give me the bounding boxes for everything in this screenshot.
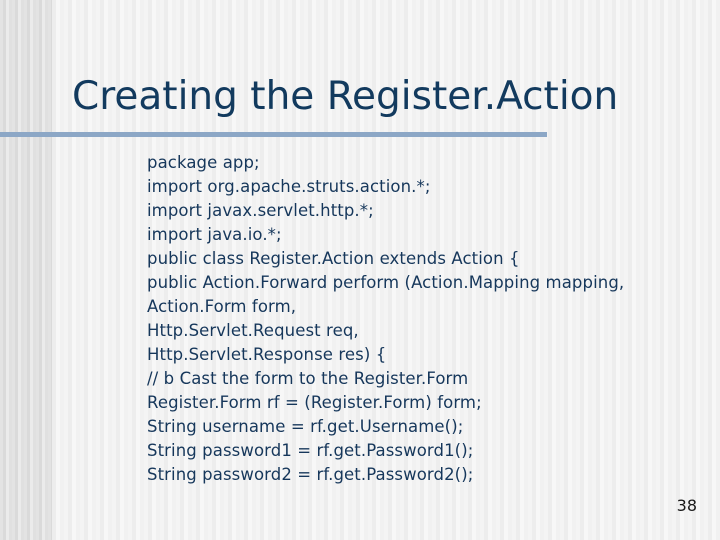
code-line: public Action.Forward perform (Action.Ma… <box>147 273 625 292</box>
code-line: import org.apache.struts.action.*; <box>147 177 431 196</box>
code-line: Action.Form form, <box>147 297 297 316</box>
code-line: // b Cast the form to the Register.Form <box>147 369 469 388</box>
code-line: String username = rf.get.Username(); <box>147 417 464 436</box>
slide-title: Creating the Register.Action <box>72 74 619 119</box>
code-line: String password2 = rf.get.Password2(); <box>147 465 474 484</box>
background-stripe-band <box>0 0 52 540</box>
code-line: String password1 = rf.get.Password1(); <box>147 441 474 460</box>
code-line: Register.Form rf = (Register.Form) form; <box>147 393 482 412</box>
page-number: 38 <box>676 496 697 515</box>
code-body-block: package app; import org.apache.struts.ac… <box>147 151 707 487</box>
code-line: Http.Servlet.Request req, <box>147 321 359 340</box>
code-line: Http.Servlet.Response res) { <box>147 345 387 364</box>
code-line: package app; <box>147 153 260 172</box>
title-underline-rule <box>0 132 547 137</box>
code-line: public class Register.Action extends Act… <box>147 249 520 268</box>
code-line: import javax.servlet.http.*; <box>147 201 374 220</box>
code-line: import java.io.*; <box>147 225 282 244</box>
